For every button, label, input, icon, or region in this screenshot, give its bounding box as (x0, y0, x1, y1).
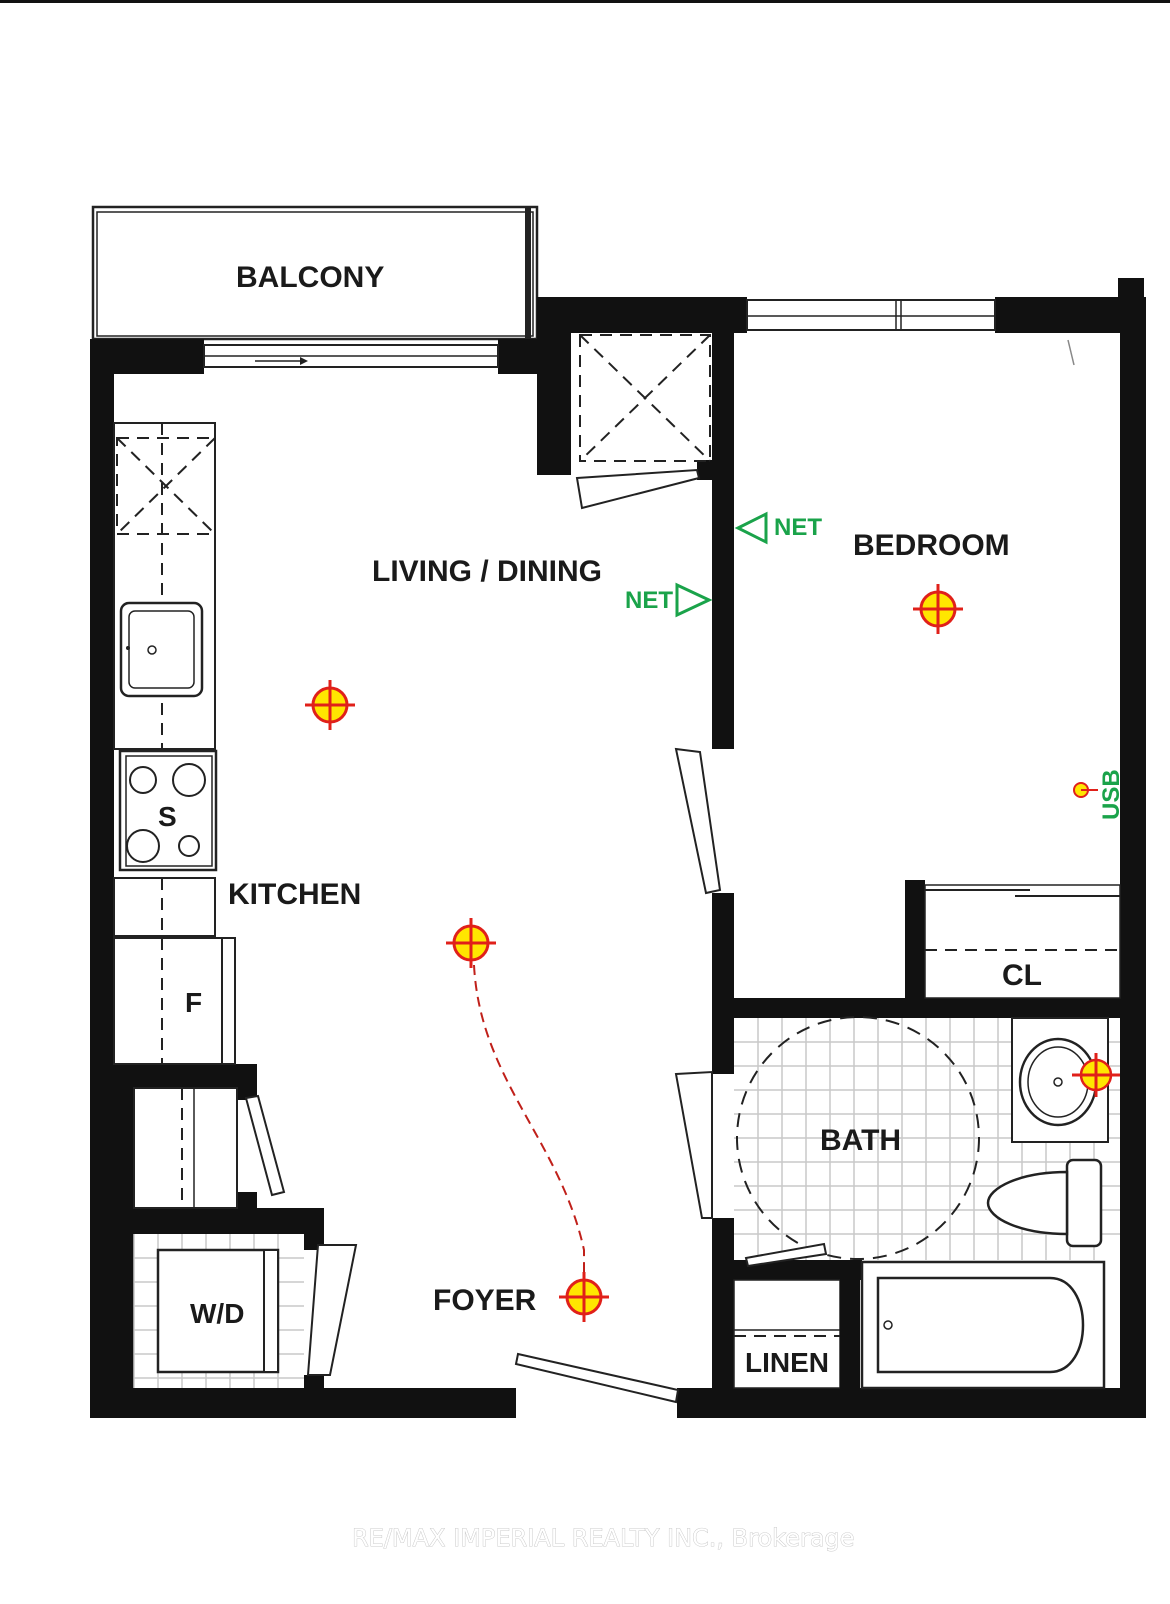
sink-icon (119, 601, 204, 698)
toilet-icon (986, 1158, 1103, 1248)
wall-light-icon (1072, 1053, 1120, 1097)
kitchen-label: KITCHEN (228, 878, 361, 911)
washer-dryer-label: W/D (190, 1298, 244, 1329)
closet-label: CL (1002, 959, 1042, 992)
net-outlet-icon (734, 511, 768, 545)
storage-closet (575, 334, 711, 510)
bedroom-closet (924, 339, 1121, 999)
linen-label: LINEN (745, 1347, 829, 1378)
door-swing-icon (506, 747, 722, 1418)
sink-icon (1011, 1017, 1109, 1143)
laundry-area (133, 1234, 358, 1388)
usb-label: USB (1098, 769, 1125, 820)
bathtub-icon (860, 1260, 1106, 1390)
net-label-living: NET (625, 587, 673, 614)
ceiling-light-icon (305, 680, 355, 730)
fridge-label: F (185, 987, 202, 1018)
living-dining-label: LIVING / DINING (372, 555, 602, 588)
kitchen-counter (113, 422, 286, 1209)
switch-path (473, 964, 585, 1272)
balcony-label: BALCONY (236, 261, 384, 294)
walls (90, 278, 1146, 1418)
brokerage-watermark: RE/MAX IMPERIAL REALTY INC., Brokerage (352, 1524, 855, 1552)
ceiling-light-icon (446, 918, 496, 968)
ceiling-light-icon (559, 1272, 609, 1322)
balcony-area (91, 205, 539, 341)
net-label-bedroom: NET (774, 514, 822, 541)
bath-label: BATH (820, 1124, 901, 1157)
usb-outlet-icon (1073, 782, 1098, 798)
top-border-line (0, 0, 1170, 3)
linen-closet (733, 1262, 860, 1402)
stove-burner-icon (118, 749, 218, 872)
bathroom (674, 1016, 1120, 1268)
stove-label: S (158, 801, 177, 832)
bedroom-label: BEDROOM (853, 529, 1010, 562)
ceiling-light-icon (913, 584, 963, 634)
net-outlet-icon (675, 582, 713, 618)
foyer-label: FOYER (433, 1284, 537, 1317)
